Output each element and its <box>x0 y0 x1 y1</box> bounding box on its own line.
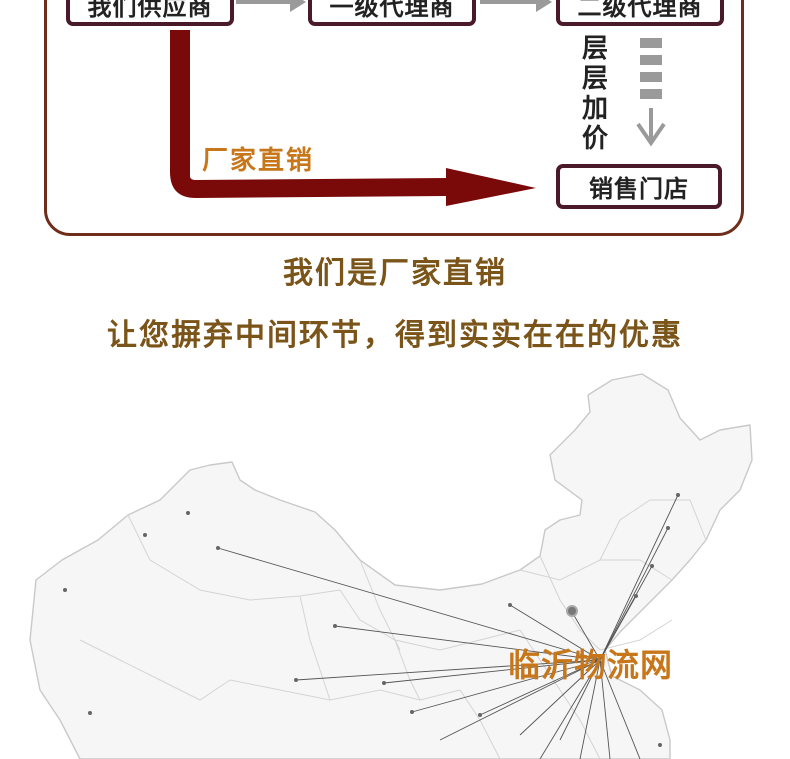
retail-store-box: 销售门店 <box>556 164 722 209</box>
province-line <box>229 679 461 701</box>
arrow-head-icon <box>290 0 306 12</box>
markup-char: 价 <box>581 124 608 154</box>
province-line <box>79 639 231 701</box>
supplier-box: 我们供应商 <box>66 0 234 26</box>
markup-char: 层 <box>581 34 608 64</box>
province-line <box>599 619 673 651</box>
route-lines <box>217 494 679 759</box>
map-outline <box>29 373 753 759</box>
city-dots <box>63 493 680 747</box>
arrow-head-icon <box>536 0 552 12</box>
province-line <box>359 559 401 651</box>
markup-char: 层 <box>581 64 608 94</box>
province-line <box>299 595 331 701</box>
direct-sales-arrow <box>170 30 536 206</box>
province-line <box>339 589 521 651</box>
second-level-agent-box: 二级代理商 <box>556 0 724 26</box>
province-line <box>519 629 601 759</box>
first-level-agent-box: 一级代理商 <box>308 0 476 26</box>
headline: 我们是厂家直销 <box>283 256 507 291</box>
chevron-down-icon <box>636 122 666 147</box>
flow-arrows <box>170 0 666 206</box>
logistics-hub-label: 临沂物流网 <box>508 646 674 684</box>
subheadline: 让您摒弃中间环节，得到实实在在的优惠 <box>107 318 683 353</box>
markup-vertical-text: 层 层 加 价 <box>578 34 612 154</box>
province-line <box>127 514 341 601</box>
province-line <box>599 499 707 561</box>
capital-marker <box>566 605 578 617</box>
dashed-down-arrow <box>640 38 662 99</box>
markup-char: 加 <box>581 94 608 124</box>
direct-sales-label: 厂家直销 <box>202 146 315 176</box>
